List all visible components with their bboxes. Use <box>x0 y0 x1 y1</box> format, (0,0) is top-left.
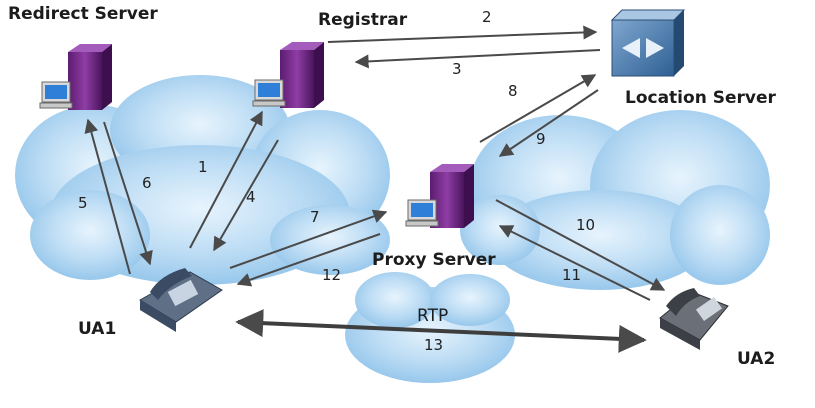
proxy-server-icon <box>405 164 474 228</box>
step-12-label: 12 <box>322 266 342 284</box>
left-cloud <box>15 75 390 285</box>
registrar-server-icon <box>252 42 324 108</box>
step-1-label: 1 <box>198 158 208 176</box>
arrow-11 <box>498 225 651 301</box>
proxy-server-label: Proxy Server <box>372 250 496 270</box>
step-11-label: 11 <box>562 266 582 284</box>
step-2-label: 2 <box>482 8 492 26</box>
arrow-10 <box>495 199 666 291</box>
rtp-label: RTP <box>417 306 449 326</box>
ua2-phone-icon <box>659 288 729 350</box>
step-8-label: 8 <box>508 82 518 100</box>
step-4-label: 4 <box>246 188 256 206</box>
arrow-3 <box>354 49 601 69</box>
step-10-label: 10 <box>576 216 596 234</box>
step-7-label: 7 <box>310 208 320 226</box>
message-arrows <box>84 25 666 301</box>
location-server-icon <box>610 9 686 77</box>
location-server-label: Location Server <box>625 88 776 108</box>
ua1-label: UA1 <box>78 319 117 339</box>
step-3-label: 3 <box>452 60 462 78</box>
redirect-server-label: Redirect Server <box>8 4 158 24</box>
step-13-label: 13 <box>424 336 444 354</box>
arrow-13 <box>235 309 647 353</box>
arrow-9 <box>498 89 599 157</box>
ua2-label: UA2 <box>737 349 776 369</box>
step-5-label: 5 <box>78 194 88 212</box>
step-9-label: 9 <box>536 130 546 148</box>
arrow-8 <box>479 74 597 143</box>
step-6-label: 6 <box>142 174 152 192</box>
redirect-server-icon <box>39 44 112 110</box>
ua1-phone-icon <box>139 268 223 332</box>
arrow-1 <box>189 110 263 249</box>
arrow-4 <box>213 139 279 252</box>
arrow-7 <box>229 209 388 269</box>
arrow-6 <box>103 121 153 266</box>
arrow-12 <box>236 233 381 287</box>
arrow-2 <box>327 25 598 43</box>
registrar-label: Registrar <box>318 10 408 30</box>
arrow-5 <box>84 118 131 275</box>
